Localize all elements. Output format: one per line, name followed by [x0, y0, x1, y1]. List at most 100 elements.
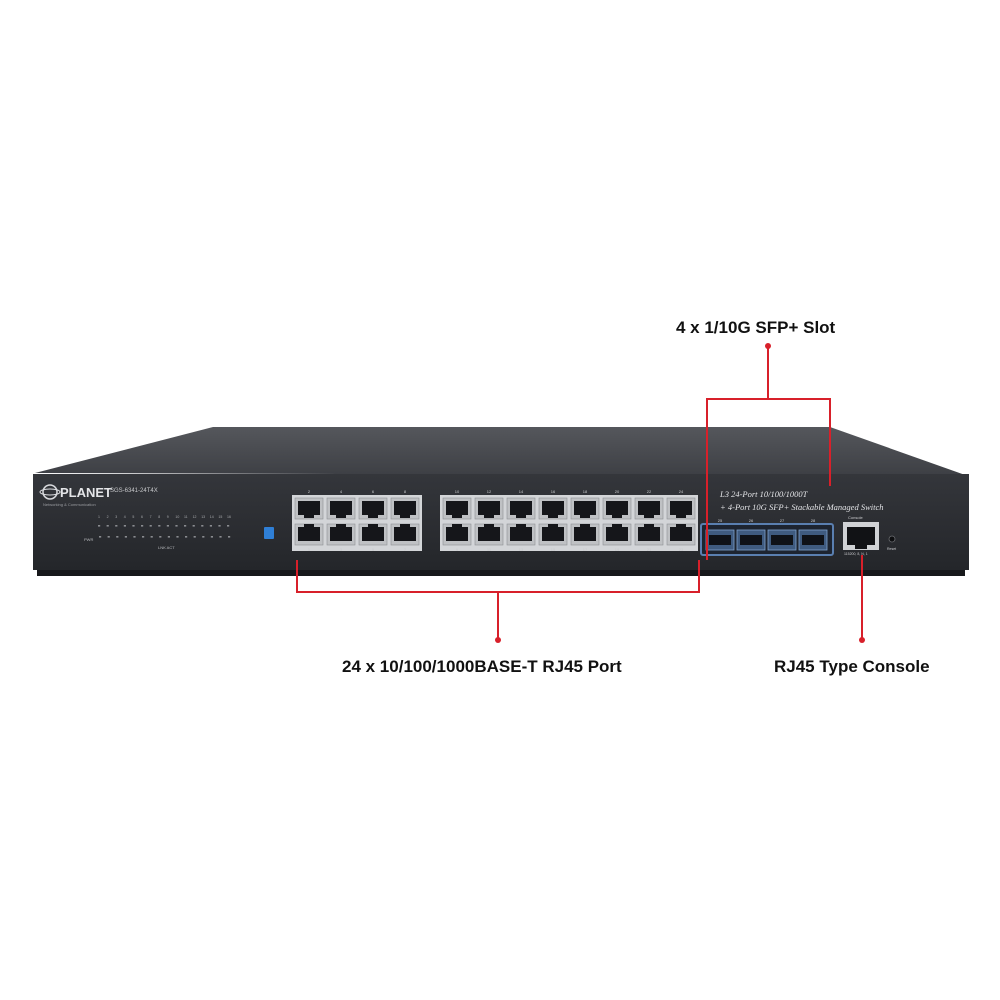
port-led [142, 536, 145, 538]
callout-sfp-label: 4 x 1/10G SFP+ Slot [676, 318, 836, 337]
port-led [149, 525, 152, 527]
description-line1: L3 24-Port 10/100/1000T [719, 489, 809, 499]
sfp-slot[interactable] [736, 529, 766, 551]
port-led [124, 536, 127, 538]
rj45-port[interactable] [326, 523, 356, 546]
rj45-port[interactable] [390, 523, 420, 546]
rj45-port-number: 5 [372, 547, 375, 552]
rj45-port-number: 6 [372, 489, 375, 494]
port-led [184, 525, 187, 527]
rj45-port[interactable] [538, 497, 568, 520]
callout-dot-console [859, 637, 865, 643]
rj45-port-number: 21 [647, 547, 652, 552]
port-led [132, 525, 135, 527]
port-led [201, 525, 204, 527]
sfp-slot[interactable] [767, 529, 797, 551]
port-led [158, 525, 161, 527]
led-number: 14 [210, 515, 214, 519]
callout-console-label: RJ45 Type Console [774, 657, 930, 676]
port-led [228, 536, 231, 538]
sfp-port-number: 27 [780, 518, 785, 523]
port-led [210, 536, 213, 538]
rj45-port-number: 8 [404, 489, 407, 494]
chassis-top [35, 427, 968, 476]
led-number: 13 [201, 515, 205, 519]
callout-rj45-label: 24 x 10/100/1000BASE-T RJ45 Port [342, 657, 622, 676]
rj45-port[interactable] [390, 497, 420, 520]
port-led [106, 525, 109, 527]
rj45-port[interactable] [570, 497, 600, 520]
rj45-port-number: 7 [404, 547, 407, 552]
port-led [150, 536, 153, 538]
led-number: 11 [184, 515, 188, 519]
rj45-port-number: 4 [340, 489, 343, 494]
port-led [202, 536, 205, 538]
rj45-port[interactable] [634, 523, 664, 546]
rj45-port[interactable] [474, 497, 504, 520]
rj45-port-number: 16 [551, 489, 556, 494]
rj45-port[interactable] [666, 523, 696, 546]
rj45-port[interactable] [570, 523, 600, 546]
rj45-port-number: 17 [583, 547, 588, 552]
port-led [98, 525, 101, 527]
rj45-port-number: 9 [456, 547, 459, 552]
rj45-port[interactable] [506, 497, 536, 520]
rj45-port[interactable] [358, 523, 388, 546]
rj45-port-number: 13 [519, 547, 524, 552]
port-led [166, 525, 169, 527]
port-led [176, 536, 179, 538]
led-number: 6 [141, 515, 143, 519]
rj45-port[interactable] [326, 497, 356, 520]
rj45-port-number: 15 [551, 547, 556, 552]
led-number: 3 [115, 515, 117, 519]
reset-label: Reset [887, 547, 896, 551]
rj45-port-number: 24 [679, 489, 684, 494]
brand-tagline: Networking & Communication [43, 502, 96, 507]
rj45-port-number: 14 [519, 489, 524, 494]
rj45-port-number: 20 [615, 489, 620, 494]
rj45-port[interactable] [442, 523, 472, 546]
console-sublabel: 115200, 8, N, 1 [844, 552, 868, 556]
sfp-port-number: 25 [718, 518, 723, 523]
port-led [123, 525, 126, 527]
led-number: 15 [218, 515, 222, 519]
port-led [192, 525, 195, 527]
led-number: 9 [167, 515, 169, 519]
port-led [116, 536, 119, 538]
port-led [107, 536, 110, 538]
rj45-port[interactable] [538, 523, 568, 546]
planet-logo: PLANET Networking & Communication [39, 484, 112, 507]
rj45-port[interactable] [602, 497, 632, 520]
port-led [141, 525, 144, 527]
port-led [133, 536, 136, 538]
callout-dot-rj45 [495, 637, 501, 643]
rj45-port-number: 2 [308, 489, 311, 494]
port-led [175, 525, 178, 527]
brand-name: PLANET [60, 485, 112, 500]
rj45-port-number: 3 [340, 547, 343, 552]
rj45-port[interactable] [506, 523, 536, 546]
console-label: Console [848, 515, 863, 520]
reset-button[interactable] [888, 535, 896, 543]
rj45-port-number: 1 [308, 547, 311, 552]
rj45-port[interactable] [294, 523, 324, 546]
sfp-slot[interactable] [798, 529, 828, 551]
sfp-slot[interactable] [705, 529, 735, 551]
port-led [159, 536, 162, 538]
rj45-port[interactable] [358, 497, 388, 520]
rj45-port[interactable] [634, 497, 664, 520]
port-led [99, 536, 102, 538]
port-led [185, 536, 188, 538]
callout-line-rj45 [296, 560, 700, 638]
port-led [218, 525, 221, 527]
rj45-port[interactable] [666, 497, 696, 520]
rj45-port[interactable] [442, 497, 472, 520]
console-port[interactable] [843, 522, 879, 550]
rj45-port[interactable] [474, 523, 504, 546]
rj45-port[interactable] [294, 497, 324, 520]
port-led [227, 525, 230, 527]
chassis-base [37, 570, 965, 576]
rj45-port[interactable] [602, 523, 632, 546]
model-label: SGS-6341-24T4X [110, 488, 158, 494]
